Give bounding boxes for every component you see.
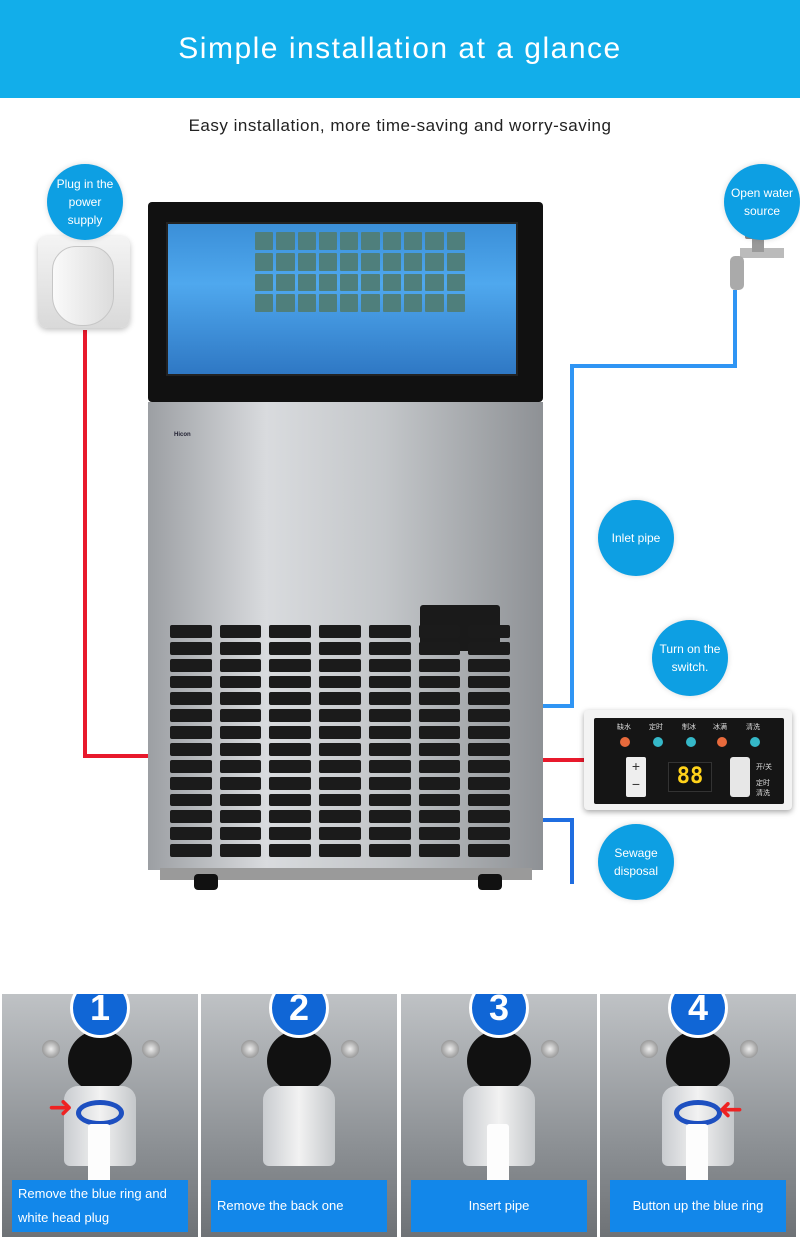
machine-vents	[170, 625, 510, 857]
rubber-pad	[666, 1030, 730, 1092]
step-number: 4	[668, 994, 728, 1038]
step-number: 2	[269, 994, 329, 1038]
rubber-pad	[68, 1030, 132, 1092]
power-plug-icon	[52, 246, 114, 326]
power-switch-button[interactable]	[730, 757, 750, 797]
step-caption: Insert pipe	[411, 1180, 587, 1232]
step-caption: Remove the blue ring and white head plug	[12, 1180, 188, 1232]
clean-label: 定时 清洗	[756, 780, 770, 797]
screw-icon	[640, 1040, 658, 1058]
indicator-led	[717, 737, 727, 747]
machine-brand: Hicon	[174, 432, 191, 438]
callout-water: Open water source	[724, 164, 800, 240]
panel-label-2: 定时	[649, 724, 663, 731]
blue-ring	[674, 1100, 722, 1126]
inserted-pipe	[487, 1124, 509, 1184]
indicator-led	[750, 737, 760, 747]
power-cable	[83, 330, 150, 758]
callout-water-text: Open water source	[730, 186, 794, 218]
indicator-led	[620, 737, 630, 747]
inserted-pipe	[686, 1124, 708, 1184]
panel-label-3: 制冰	[682, 724, 696, 731]
panel-label-5: 清洗	[746, 724, 760, 731]
pipe-fitting	[263, 1086, 335, 1166]
screw-icon	[241, 1040, 259, 1058]
inlet-pipe	[543, 290, 737, 708]
faucet-icon	[730, 234, 784, 290]
sewage-pipe	[543, 818, 574, 884]
callout-power-text: Plug in the power supply	[56, 177, 114, 227]
plus-icon: +	[631, 758, 641, 774]
page-title: Simple installation at a glance	[178, 32, 622, 65]
step-3-panel: 3 Insert pipe	[401, 994, 597, 1237]
connection-lines	[83, 234, 784, 884]
screw-icon	[441, 1040, 459, 1058]
minus-icon: −	[631, 776, 641, 792]
callout-inlet-text: Inlet pipe	[611, 531, 661, 545]
rubber-pad	[467, 1030, 531, 1092]
plus-minus-button[interactable]: + −	[626, 757, 646, 797]
callout-switch-text: Turn on the switch.	[659, 642, 721, 674]
callout-sewage-text: Sewage disposal	[613, 846, 659, 878]
page-subtitle: Easy installation, more time-saving and …	[188, 116, 612, 135]
step-4-panel: ➜ 4 Button up the blue ring	[600, 994, 796, 1237]
machine-base	[160, 868, 532, 880]
machine-foot-left	[194, 874, 218, 890]
rubber-pad	[267, 1030, 331, 1092]
digital-display: 88	[668, 762, 712, 792]
header-banner: Simple installation at a glance	[0, 0, 800, 98]
step-2-panel: 2 Remove the back one	[201, 994, 397, 1237]
screw-icon	[341, 1040, 359, 1058]
indicator-led	[653, 737, 663, 747]
screw-icon	[740, 1040, 758, 1058]
white-plug	[88, 1124, 110, 1184]
indicator-led	[686, 737, 696, 747]
step-caption: Button up the blue ring	[610, 1180, 786, 1232]
blue-ring	[76, 1100, 124, 1126]
red-arrow-icon: ➜	[48, 1091, 74, 1124]
ice-cube-grid	[255, 232, 465, 312]
callout-power: Plug in the power supply	[47, 164, 123, 240]
red-arrow-icon: ➜	[718, 1093, 744, 1126]
screw-icon	[42, 1040, 60, 1058]
callout-inlet: Inlet pipe	[598, 500, 674, 576]
callout-sewage: Sewage disposal	[598, 824, 674, 900]
step-1-panel: ➜ 1 Remove the blue ring and white head …	[2, 994, 198, 1237]
panel-label-1: 缺水	[617, 724, 631, 731]
panel-label-4: 冰满	[713, 724, 727, 731]
step-caption: Remove the back one	[211, 1180, 387, 1232]
step-number: 1	[70, 994, 130, 1038]
screw-icon	[142, 1040, 160, 1058]
machine-foot-right	[478, 874, 502, 890]
switch-label: 开/关	[756, 764, 772, 771]
screw-icon	[541, 1040, 559, 1058]
callout-switch: Turn on the switch.	[652, 620, 728, 696]
step-number: 3	[469, 994, 529, 1038]
